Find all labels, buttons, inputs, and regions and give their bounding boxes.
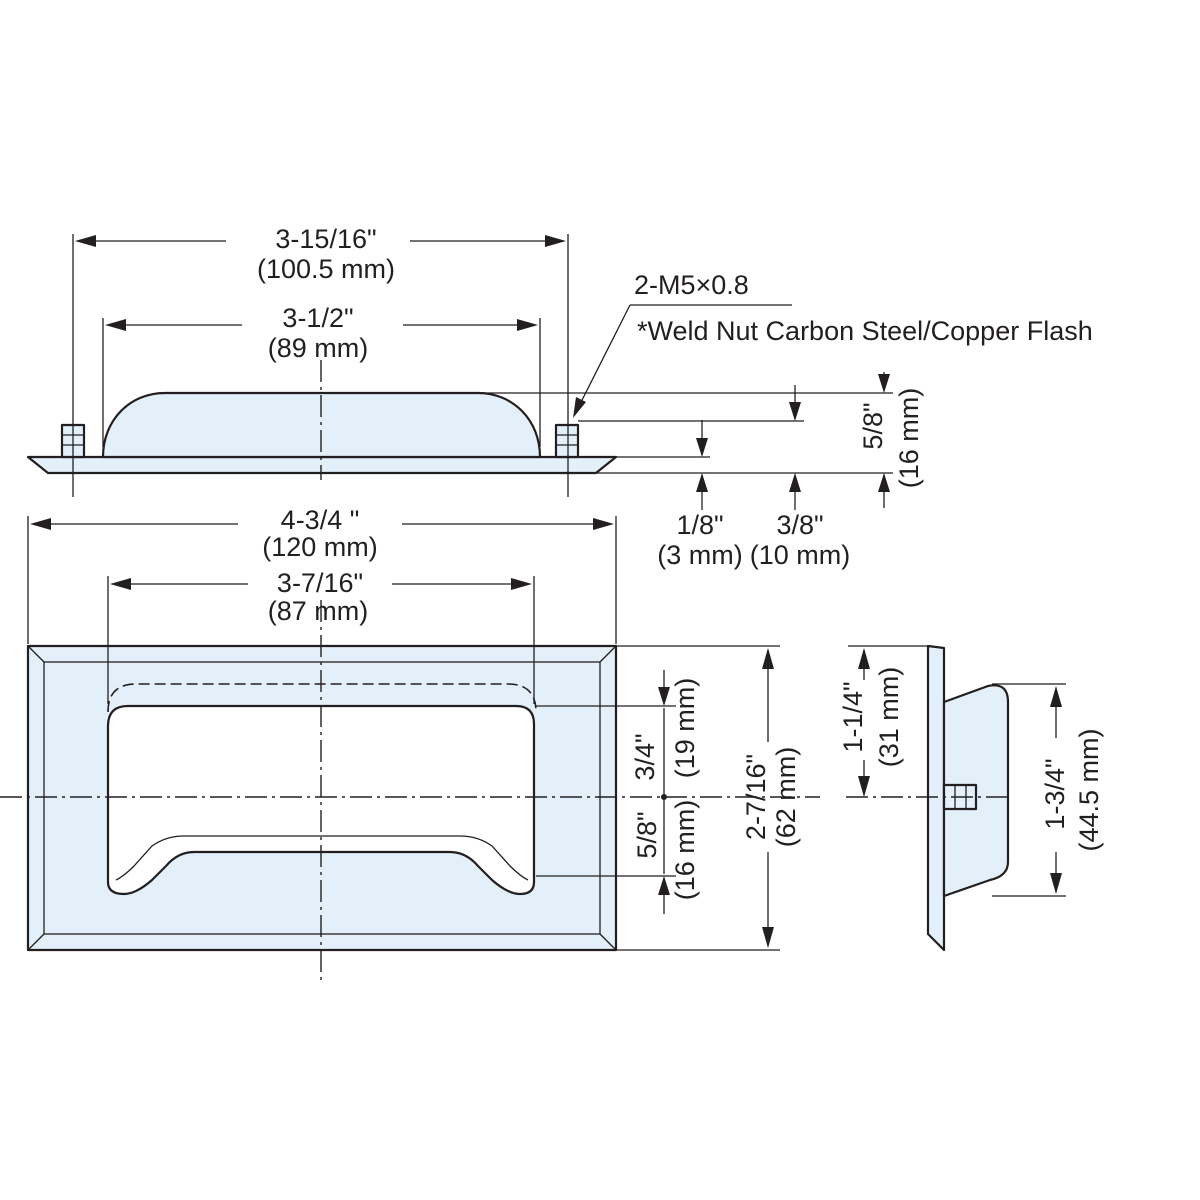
dim-overall-width-top: 3-15/16" (100.5 mm): [72, 224, 569, 497]
dim-recess-width-metric: (87 mm): [268, 596, 369, 626]
dim-lower-recess-metric: (16 mm): [670, 800, 700, 901]
front-view-bevel: [43, 661, 601, 935]
dim-body-height-metric: (44.5 mm): [1074, 728, 1104, 851]
front-view-recess: [106, 704, 536, 896]
dim-flange-thickness: 1/8" (3 mm): [657, 420, 743, 570]
callout-thread: 2-M5×0.8: [634, 270, 749, 300]
dim-overall-width-top-metric: (100.5 mm): [257, 254, 395, 284]
dim-upper-recess: 3/4" (19 mm): [630, 670, 700, 800]
dim-total-height-imperial: 5/8": [858, 402, 888, 449]
dim-nut-offset: 1-1/4" (31 mm): [838, 648, 904, 797]
dim-nut-offset-imperial: 1-1/4": [838, 681, 868, 752]
dim-lower-recess: 5/8" (16 mm): [632, 800, 700, 914]
side-view-flange: [926, 644, 946, 952]
dim-nut-pitch: 3-1/2" (89 mm): [102, 303, 541, 447]
front-view: 4-3/4 " (120 mm) 3-7/16" (87 mm) 3/4" (1…: [0, 505, 820, 980]
dim-overall-height-imperial: 2-7/16": [741, 754, 771, 840]
top-view: 3-15/16" (100.5 mm) 3-1/2" (89 mm) 1/8" …: [26, 224, 1093, 570]
dim-body-height-imperial: 1-3/4": [1040, 758, 1070, 829]
dim-nut-offset-metric: (31 mm): [874, 667, 904, 768]
dim-upper-recess-metric: (19 mm): [670, 678, 700, 779]
dim-flange-thickness-imperial: 1/8": [676, 510, 723, 540]
top-view-flange: [26, 455, 618, 475]
weld-nut-callout: 2-M5×0.8 *Weld Nut Carbon Steel/Copper F…: [573, 270, 1093, 418]
dim-nut-height: 3/8" (10 mm): [750, 385, 851, 570]
dim-total-height-metric: (16 mm): [894, 388, 924, 489]
dim-overall-width-front-metric: (120 mm): [262, 532, 378, 562]
dim-flange-thickness-metric: (3 mm): [657, 540, 742, 570]
callout-note: *Weld Nut Carbon Steel/Copper Flash: [637, 316, 1093, 346]
dim-nut-pitch-imperial: 3-1/2": [282, 303, 353, 333]
dim-overall-width-top-imperial: 3-15/16": [275, 224, 376, 254]
dim-overall-height-metric: (62 mm): [771, 747, 801, 848]
dim-lower-recess-imperial: 5/8": [632, 811, 662, 858]
dim-overall-width-front-imperial: 4-3/4 ": [281, 505, 360, 535]
dim-nut-height-imperial: 3/8": [776, 510, 823, 540]
dim-nut-height-metric: (10 mm): [750, 540, 851, 570]
dim-recess-width: 3-7/16" (87 mm): [107, 568, 535, 704]
dim-body-height: 1-3/4" (44.5 mm): [1040, 686, 1104, 894]
front-view-hidden-recess: [107, 683, 537, 713]
dim-upper-recess-imperial: 3/4": [630, 733, 660, 780]
right-weld-nut: [554, 423, 580, 459]
dim-nut-pitch-metric: (89 mm): [268, 333, 369, 363]
dim-total-height: 5/8" (16 mm): [858, 372, 924, 508]
dim-overall-height: 2-7/16" (62 mm): [741, 648, 801, 948]
dim-overall-width-front: 4-3/4 " (120 mm): [27, 505, 617, 644]
side-view: 1-1/4" (31 mm) 1-3/4" (44.5 mm): [838, 644, 1104, 952]
dim-recess-width-imperial: 3-7/16": [277, 568, 363, 598]
